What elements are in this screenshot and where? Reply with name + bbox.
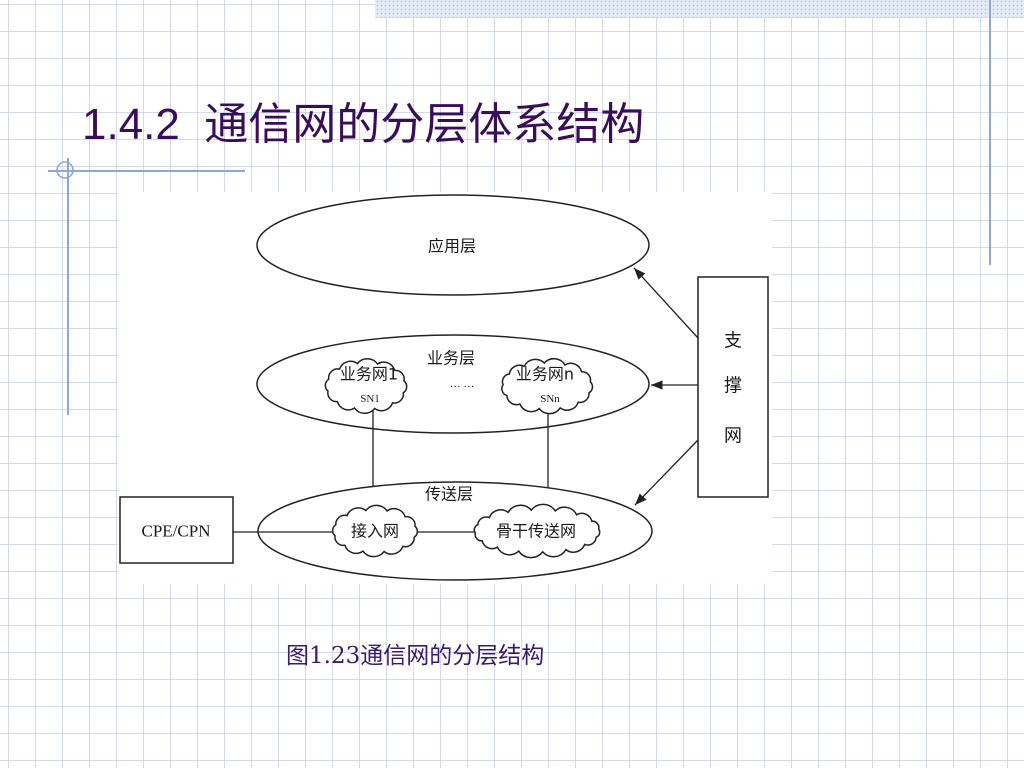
title-ring-ornament	[56, 161, 74, 179]
access-network-label: 接入网	[351, 522, 399, 541]
service-network-n-label: 业务网n	[516, 365, 574, 384]
transport-layer-label: 传送层	[425, 485, 473, 504]
support-network-char-1: 支	[724, 331, 742, 352]
cpe-cpn-box	[119, 496, 234, 564]
service-network-n-cloud	[501, 357, 594, 415]
service-network-1-code: SN1	[360, 393, 380, 405]
backbone-transport-network-cloud	[473, 503, 601, 559]
service-layer-label: 业务层	[427, 349, 475, 368]
service-networks-ellipsis: … …	[450, 378, 475, 390]
application-layer-label: 应用层	[428, 237, 476, 256]
top-dotted-band	[375, 0, 1024, 18]
service-network-1-cloud	[324, 357, 408, 415]
layered-architecture-diagram: 应用层 业务层 传送层 业务网1 SN1 … … 业务网n SNn 接入网 骨干…	[118, 192, 772, 584]
access-network-cloud	[331, 504, 419, 558]
figure-caption: 图1.23通信网的分层结构	[286, 643, 545, 669]
application-layer-ellipse	[256, 194, 650, 296]
slide-title: 1.4.2 通信网的分层体系结构	[82, 100, 645, 149]
support-to-application-arrow	[633, 267, 699, 339]
service-network-n-code: SNn	[540, 393, 560, 405]
support-network-box	[697, 276, 769, 498]
cpe-cpn-label: CPE/CPN	[142, 522, 211, 541]
support-network-char-2: 撑	[724, 376, 742, 397]
support-network-char-3: 网	[724, 426, 742, 447]
support-to-transport-arrow	[634, 439, 699, 506]
backbone-transport-network-label: 骨干传送网	[496, 522, 576, 541]
service-network-1-label: 业务网1	[340, 365, 398, 384]
